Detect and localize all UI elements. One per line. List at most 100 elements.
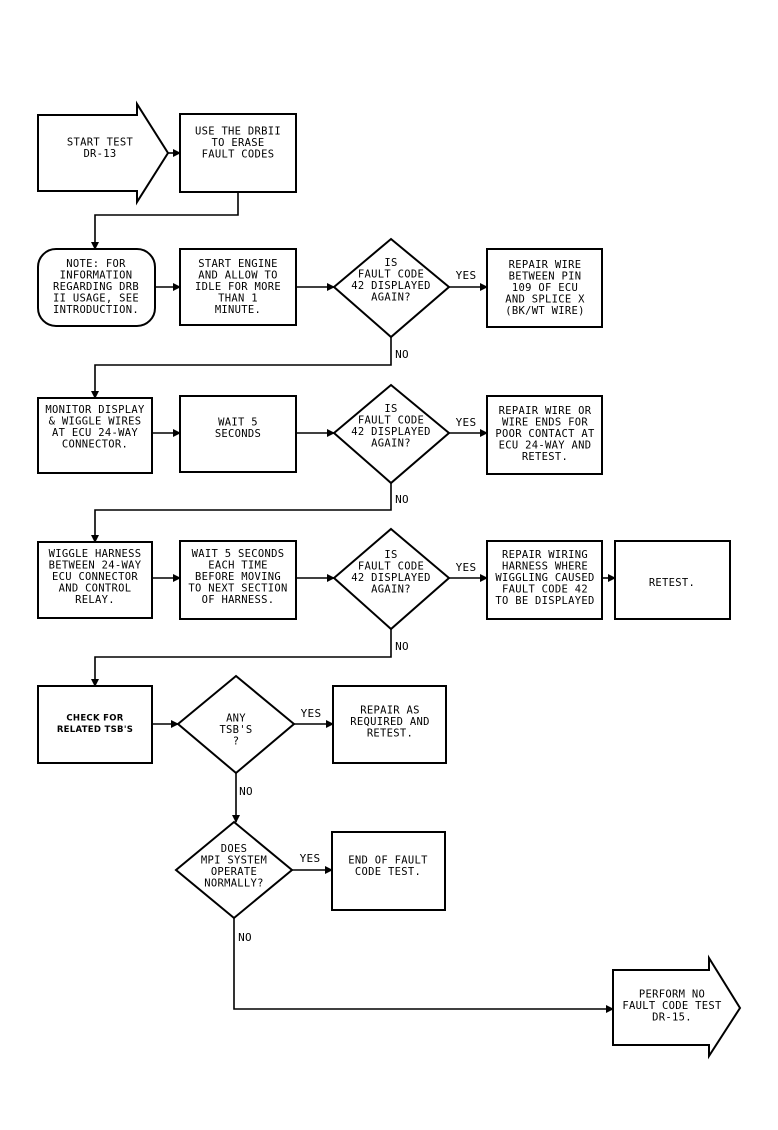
repair-required-line: REPAIR AS (360, 705, 420, 717)
no-label-3: NO (395, 640, 409, 653)
repair-wiring-line: WIGGLING CAUSED (495, 572, 594, 584)
yes-label-2: YES (456, 416, 477, 429)
note-line: INFORMATION (60, 270, 133, 282)
wait-5-line: WAIT 5 (218, 416, 258, 428)
wiggle-harness-line: ECU CONNECTOR (52, 571, 138, 583)
start-engine-line: MINUTE. (215, 304, 261, 316)
yes-label-tsb: YES (301, 707, 322, 720)
decision-3-line: FAULT CODE (358, 560, 424, 572)
monitor-line: CONNECTOR. (62, 438, 128, 450)
connector-erase-to-row1 (91, 192, 239, 250)
start-engine-line: THAN 1 (218, 293, 258, 305)
wait-5-each-line: BEFORE MOVING (195, 571, 281, 583)
start-test-line: START TEST (67, 136, 134, 148)
monitor-line: MONITOR DISPLAY (45, 404, 145, 416)
yes-label-3: YES (456, 561, 477, 574)
no-label-1: NO (395, 348, 409, 361)
wiggle-harness-line: WIGGLE HARNESS (49, 548, 142, 560)
note-line: NOTE: FOR (66, 258, 126, 270)
wait-5-each-line: WAIT 5 SECONDS (192, 548, 285, 560)
repair-wire-2-line: ECU 24-WAY AND (499, 440, 592, 452)
end-test-line: CODE TEST. (355, 866, 421, 878)
start-engine-line: IDLE FOR MORE (195, 281, 281, 293)
repair-wire-2-line: WIRE ENDS FOR (502, 417, 588, 429)
no-label-tsb: NO (239, 785, 253, 798)
yes-label-1: YES (456, 269, 477, 282)
use-drb-line: TO ERASE (212, 137, 265, 149)
decision-1-line: 42 DISPLAYED (351, 280, 430, 292)
connector-decision2-no (91, 483, 392, 543)
decision-mpi-line: OPERATE (211, 866, 257, 878)
repair-wiring-line: HARNESS WHERE (502, 561, 588, 573)
start-test-line: DR-13 (83, 148, 116, 160)
decision-mpi-line: DOES (221, 843, 248, 855)
decision-3-line: IS (384, 549, 397, 561)
decision-2-line: AGAIN? (371, 437, 411, 449)
repair-wire-1-line: (BK/WT WIRE) (505, 305, 584, 317)
repair-required-line: REQUIRED AND (350, 716, 429, 728)
note-line: II USAGE, SEE (53, 293, 139, 305)
start-engine-line: AND ALLOW TO (198, 270, 277, 282)
repair-wire-2-line: REPAIR WIRE OR (499, 405, 592, 417)
decision-tsb-line: ANY (226, 713, 246, 725)
repair-wire-1-line: AND SPLICE X (505, 294, 585, 306)
decision-2-line: FAULT CODE (358, 414, 424, 426)
decision-tsb-line: ? (233, 736, 240, 748)
check-tsbs-line: CHECK FOR (66, 713, 123, 723)
no-label-mpi: NO (238, 931, 252, 944)
repair-required-line: RETEST. (367, 728, 413, 740)
yes-label-mpi: YES (300, 852, 321, 865)
wiggle-harness-line: RELAY. (75, 594, 115, 606)
use-drb-line: USE THE DRBII (195, 126, 281, 138)
check-tsbs-line: RELATED TSB'S (57, 725, 133, 735)
decision-1-line: IS (384, 257, 397, 269)
decision-2-line: 42 DISPLAYED (351, 426, 430, 438)
repair-wiring-line: FAULT CODE 42 (502, 584, 588, 596)
note-line: INTRODUCTION. (53, 304, 139, 316)
decision-3-line: 42 DISPLAYED (351, 572, 430, 584)
decision-mpi-line: NORMALLY? (204, 877, 264, 889)
perform-test-line: FAULT CODE TEST (622, 1000, 722, 1012)
decision-2-line: IS (384, 403, 397, 415)
repair-wire-1-line: REPAIR WIRE (509, 259, 582, 271)
connector-decision1-no (91, 337, 392, 399)
branch-labels: YES NO YES NO YES NO YES NO YES NO (238, 269, 476, 944)
connector-decision3-no (91, 629, 392, 687)
retest-line: RETEST. (649, 577, 695, 589)
repair-wire-1-line: BETWEEN PIN (509, 271, 582, 283)
repair-wire-2-line: POOR CONTACT AT (495, 428, 595, 440)
wait-5-each-line: TO NEXT SECTION (188, 583, 287, 595)
check-tsbs-box: CHECK FOR RELATED TSB'S (37, 685, 153, 764)
decision-1-line: AGAIN? (371, 291, 411, 303)
connector-mpi-no (233, 918, 614, 1013)
check-tsbs-label: CHECK FOR RELATED TSB'S (57, 713, 133, 735)
decision-1-line: FAULT CODE (358, 268, 424, 280)
